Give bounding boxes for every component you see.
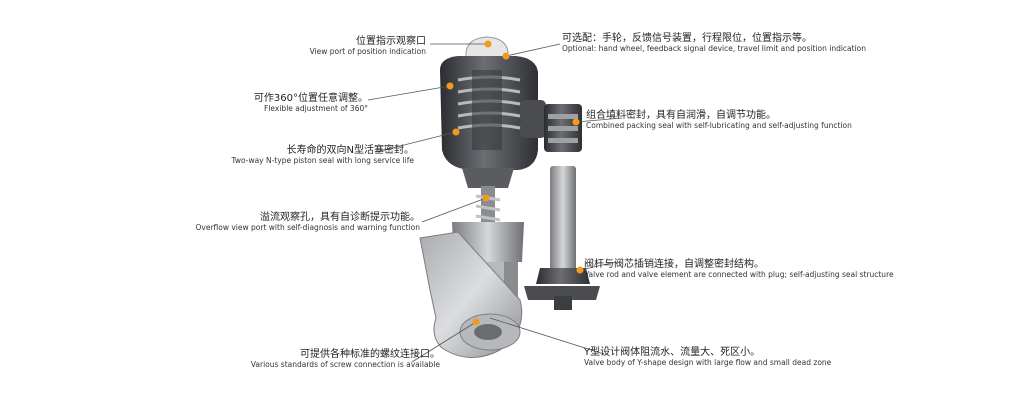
marker-3 <box>452 128 460 136</box>
marker-6 <box>502 52 510 60</box>
callout-piston-seal: 长寿命的双向N型活塞密封。 Two-way N-type piston seal… <box>231 145 414 165</box>
callout-view-port: 位置指示观察口 View port of position indication <box>309 36 426 56</box>
callout-y-body: Y型设计阀体阻流水、流量大、死区小。 Valve body of Y-shape… <box>584 347 832 367</box>
valve-assembly <box>419 36 546 359</box>
callout-optional: 可选配：手轮，反馈信号装置，行程限位，位置指示等。 Optional: hand… <box>562 33 867 53</box>
callout-overflow-port: 溢流观察孔，具有自诊断提示功能。 Overflow view port with… <box>195 212 421 232</box>
callout-360-adjust: 可作360°位置任意调整。 Flexible adjustment of 360… <box>253 93 368 113</box>
valve-rod-element <box>524 166 600 310</box>
marker-8 <box>576 266 584 274</box>
callout-screw-connection: 可提供各种标准的螺纹连接口。 Various standards of scre… <box>250 349 440 369</box>
packing-seal <box>544 104 582 152</box>
marker-1 <box>484 40 492 48</box>
marker-2 <box>446 82 454 90</box>
callout-valve-rod: 阀杆与阀芯插销连接，自调整密封结构。 Valve rod and valve e… <box>584 259 894 279</box>
marker-5 <box>472 318 480 326</box>
marker-4 <box>482 194 490 202</box>
marker-7 <box>572 118 580 126</box>
actuator-neck <box>462 168 514 188</box>
callout-packing-seal: 组合填料密封，具有自润滑，自调节功能。 Combined packing sea… <box>586 110 852 130</box>
leader-lines <box>367 43 623 363</box>
callout-markers <box>446 40 584 326</box>
